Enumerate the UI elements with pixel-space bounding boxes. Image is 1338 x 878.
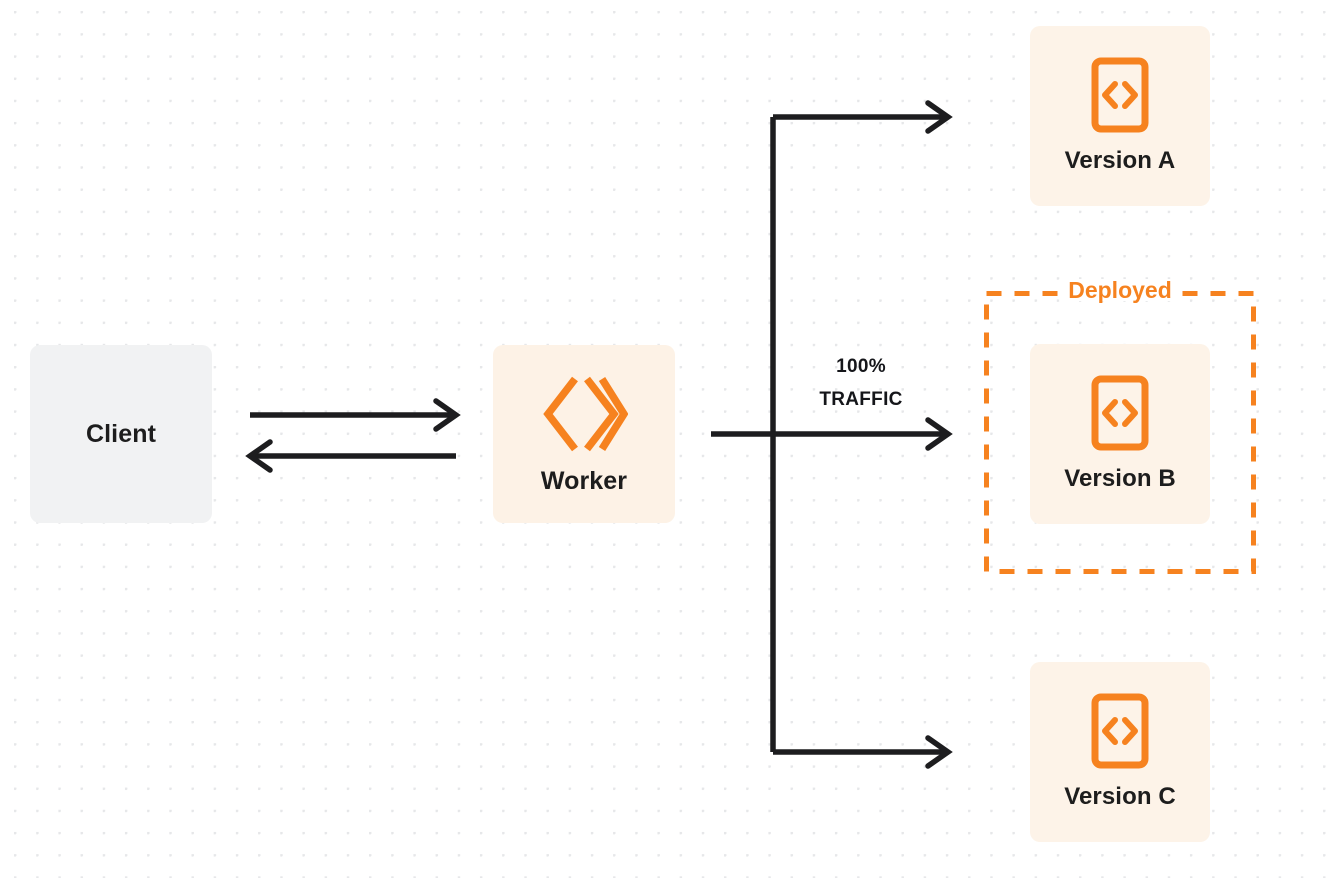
node-client-label: Client <box>85 419 157 448</box>
arrow-worker-to-client <box>245 439 456 473</box>
arrow-worker-to-version-c <box>773 735 953 769</box>
deployed-group-label: Deployed <box>1059 279 1181 302</box>
traffic-unit: TRAFFIC <box>819 389 903 410</box>
code-file-icon <box>1091 57 1149 133</box>
node-worker-label: Worker <box>540 466 628 495</box>
arrow-worker-to-version-a <box>773 100 953 134</box>
node-version-c-label: Version C <box>1064 783 1176 810</box>
node-version-c[interactable]: Version C <box>1030 662 1210 842</box>
traffic-label: 100% TRAFFIC <box>786 350 936 416</box>
node-client[interactable]: Client <box>30 345 212 523</box>
node-version-a[interactable]: Version A <box>1030 26 1210 206</box>
node-version-b-label: Version B <box>1064 465 1176 492</box>
code-file-icon <box>1091 375 1149 451</box>
arrow-client-to-worker <box>250 398 461 432</box>
node-version-a-label: Version A <box>1064 147 1176 174</box>
code-file-icon <box>1091 693 1149 769</box>
node-worker[interactable]: Worker <box>493 345 675 523</box>
cloudflare-workers-logo-icon <box>540 373 629 455</box>
traffic-percent: 100% <box>836 356 886 377</box>
node-version-b[interactable]: Version B <box>1030 344 1210 524</box>
arrow-worker-to-version-b <box>711 417 953 451</box>
